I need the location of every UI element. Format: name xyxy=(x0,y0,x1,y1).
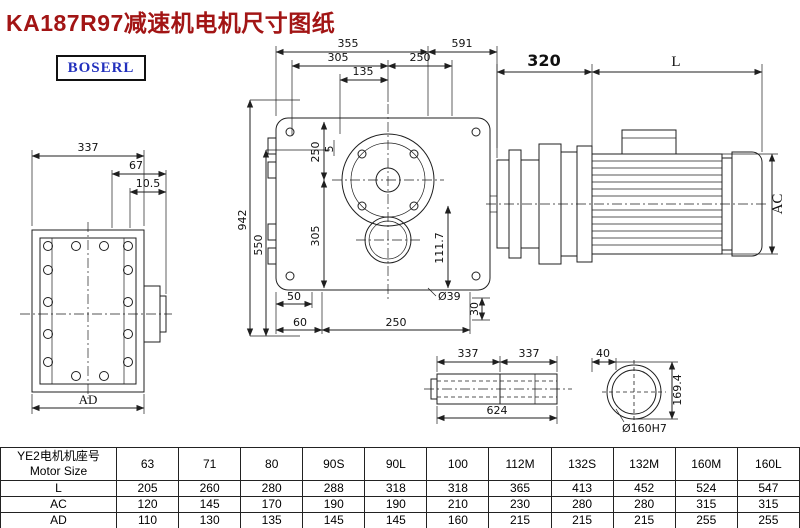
table-cell: 205 xyxy=(115,480,180,497)
dim-305-left: 305 xyxy=(309,226,322,247)
table-cell: 260 xyxy=(178,480,242,497)
table-cell: 130 xyxy=(178,512,242,528)
motor-size-header-cn: YE2电机机座号 xyxy=(17,449,100,463)
table-cell: 215 xyxy=(612,512,676,528)
table-cell: 547 xyxy=(736,480,800,497)
col-header: 63 xyxy=(115,447,180,481)
table-cell: 524 xyxy=(674,480,738,497)
brand-logo: BOSERL xyxy=(56,55,146,81)
dim-337-shaft-a: 337 xyxy=(458,347,479,360)
table-cell: 288 xyxy=(302,480,366,497)
table-cell: 110 xyxy=(115,512,180,528)
table-cell: 230 xyxy=(488,496,552,513)
table-row-AC: AC 120 145 170 190 190 210 230 280 280 3… xyxy=(0,496,800,513)
dim-169-4: 169.4 xyxy=(671,374,684,406)
motor-assembly-dims: 320 L AC xyxy=(496,51,786,255)
motor-size-header: YE2电机机座号 Motor Size xyxy=(0,447,117,481)
table-cell: 160 xyxy=(426,512,490,528)
table-cell: 318 xyxy=(426,480,490,497)
dim-dia-39: Ø39 xyxy=(438,290,461,303)
dim-5: 5 xyxy=(323,146,336,153)
technical-drawing: 337 67 10.5 AD xyxy=(20,37,786,435)
dim-337-left-view: 337 xyxy=(78,141,99,154)
col-header: 132S xyxy=(550,447,614,481)
gearbox-rear-view xyxy=(20,222,172,400)
table-cell: 280 xyxy=(240,480,304,497)
col-header: 160M xyxy=(674,447,738,481)
dim-10-5: 10.5 xyxy=(136,177,161,190)
table-cell: 318 xyxy=(364,480,428,497)
dim-942: 942 xyxy=(236,210,249,231)
gearbox-front-dims-left: 942 550 250 305 5 111.7 xyxy=(236,99,452,337)
row-label-L: L xyxy=(0,480,117,497)
col-header: 160L xyxy=(736,447,800,481)
col-header: 80 xyxy=(240,447,304,481)
row-label-AD: AD xyxy=(0,512,117,528)
table-cell: 255 xyxy=(674,512,738,528)
row-label-AC: AC xyxy=(0,496,117,513)
table-header-row: YE2电机机座号 Motor Size 63 71 80 90S 90L 100… xyxy=(0,447,800,481)
dim-250-left: 250 xyxy=(309,142,322,163)
dim-550: 550 xyxy=(252,235,265,256)
table-cell: 210 xyxy=(426,496,490,513)
table-cell: 280 xyxy=(550,496,614,513)
table-cell: 280 xyxy=(612,496,676,513)
dim-320: 320 xyxy=(527,51,560,70)
dim-355: 355 xyxy=(338,37,359,50)
motor-assembly-view xyxy=(486,129,768,265)
dim-40: 40 xyxy=(596,347,610,360)
dim-30: 30 xyxy=(468,302,481,316)
dim-591: 591 xyxy=(452,37,473,50)
dim-67: 67 xyxy=(129,159,143,172)
col-header: 90L xyxy=(364,447,428,481)
dim-AC: AC xyxy=(770,194,786,215)
col-header: 112M xyxy=(488,447,552,481)
gearbox-front-dims-bottom: 50 60 250 Ø39 30 xyxy=(275,287,490,334)
gearbox-front-view xyxy=(267,104,491,300)
table-cell: 145 xyxy=(302,512,366,528)
dim-337-shaft-b: 337 xyxy=(519,347,540,360)
table-cell: 135 xyxy=(240,512,304,528)
dim-50: 50 xyxy=(287,290,301,303)
shaft-bore-section: 40 169.4 Ø160H7 xyxy=(591,347,684,435)
dim-111-7: 111.7 xyxy=(433,232,446,264)
dim-250-top: 250 xyxy=(410,51,431,64)
table-cell: 452 xyxy=(612,480,676,497)
dim-60: 60 xyxy=(293,316,307,329)
table-cell: 170 xyxy=(240,496,304,513)
table-cell: 145 xyxy=(178,496,242,513)
dim-305-top: 305 xyxy=(328,51,349,64)
col-header: 132M xyxy=(612,447,676,481)
table-cell: 145 xyxy=(364,512,428,528)
table-cell: 315 xyxy=(736,496,800,513)
page-title: KA187R97减速机电机尺寸图纸 xyxy=(6,10,336,36)
hollow-shaft-detail: 337 337 624 xyxy=(424,347,572,424)
table-cell: 190 xyxy=(302,496,366,513)
motor-size-header-en: Motor Size xyxy=(29,464,88,478)
dim-135: 135 xyxy=(353,65,374,78)
gearbox-rear-dims: 337 67 10.5 AD xyxy=(31,141,167,414)
gearbox-front-dims-top: 355 591 305 250 135 xyxy=(275,37,498,148)
table-cell: 120 xyxy=(115,496,180,513)
brand-logo-text: BOSERL xyxy=(67,59,135,76)
col-header: 71 xyxy=(178,447,242,481)
table-cell: 315 xyxy=(674,496,738,513)
col-header: 100 xyxy=(426,447,490,481)
col-header: 90S xyxy=(302,447,366,481)
table-row-AD: AD 110 130 135 145 145 160 215 215 215 2… xyxy=(0,512,800,528)
dim-624: 624 xyxy=(487,404,508,417)
dim-250-bottom: 250 xyxy=(386,316,407,329)
table-cell: 365 xyxy=(488,480,552,497)
dim-AD: AD xyxy=(79,392,98,407)
dim-L: L xyxy=(671,54,680,70)
table-row-L: L 205 260 280 288 318 318 365 413 452 52… xyxy=(0,480,800,497)
dim-dia-160H7: Ø160H7 xyxy=(622,422,667,435)
table-cell: 215 xyxy=(488,512,552,528)
motor-dimension-table: YE2电机机座号 Motor Size 63 71 80 90S 90L 100… xyxy=(0,447,800,528)
table-cell: 190 xyxy=(364,496,428,513)
table-cell: 255 xyxy=(736,512,800,528)
table-cell: 215 xyxy=(550,512,614,528)
table-cell: 413 xyxy=(550,480,614,497)
